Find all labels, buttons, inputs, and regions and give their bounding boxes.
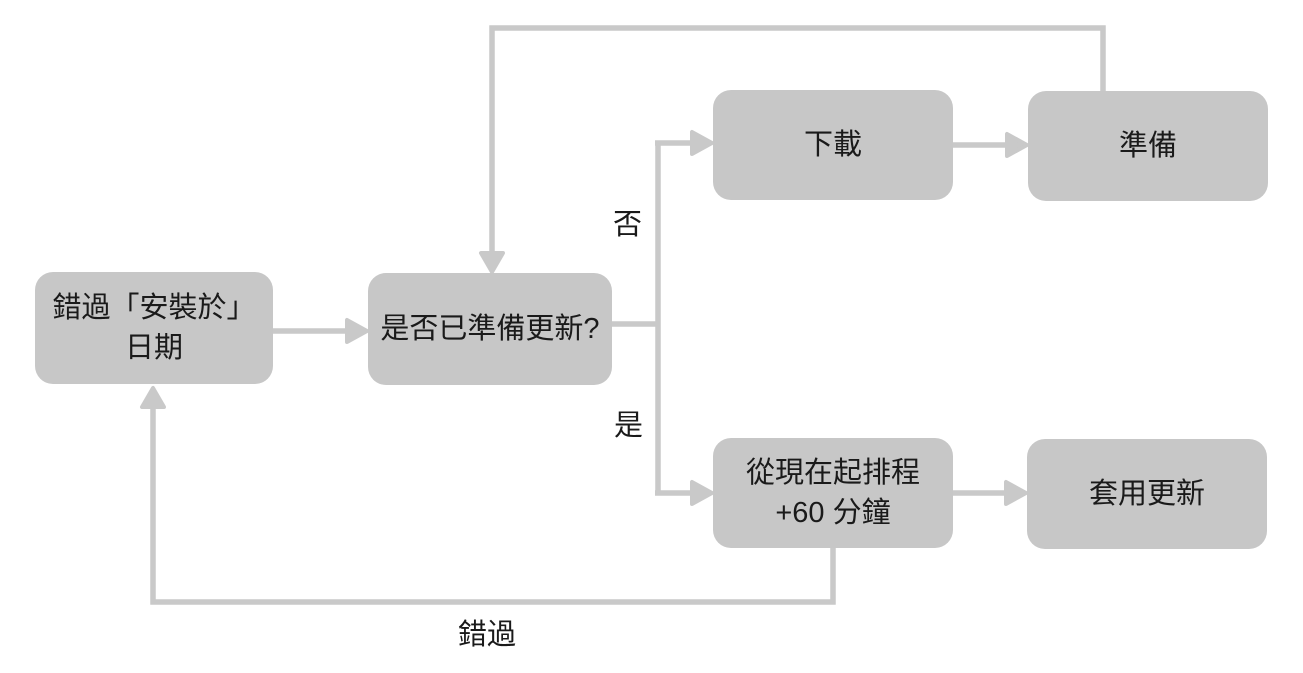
node-prepare: 準備 <box>1028 91 1268 201</box>
edge-prepare-loop-arrowhead <box>479 251 505 274</box>
edge-junction-to-schedule-arrowhead <box>690 480 714 506</box>
edge-schedule-loop-arrowhead <box>140 386 166 409</box>
node-schedule-plus-60-min: 從現在起排程 +60 分鐘 <box>713 438 953 548</box>
edge-schedule-to-apply-arrowhead <box>1004 480 1028 506</box>
edge-label-missed: 錯過 <box>458 619 517 651</box>
edge-junction-to-download-arrowhead <box>690 130 714 156</box>
edge-label-yes: 是 <box>614 410 644 442</box>
node-apply-update: 套用更新 <box>1027 439 1267 549</box>
edge-missed-to-question-arrowhead <box>345 318 369 344</box>
edge-download-to-prepare-arrowhead <box>1005 132 1029 158</box>
node-missed-install-date: 錯過「安裝於」 日期 <box>35 272 273 384</box>
node-update-ready-question: 是否已準備更新? <box>368 273 612 385</box>
node-download: 下載 <box>713 90 953 200</box>
edge-label-no: 否 <box>613 209 643 241</box>
